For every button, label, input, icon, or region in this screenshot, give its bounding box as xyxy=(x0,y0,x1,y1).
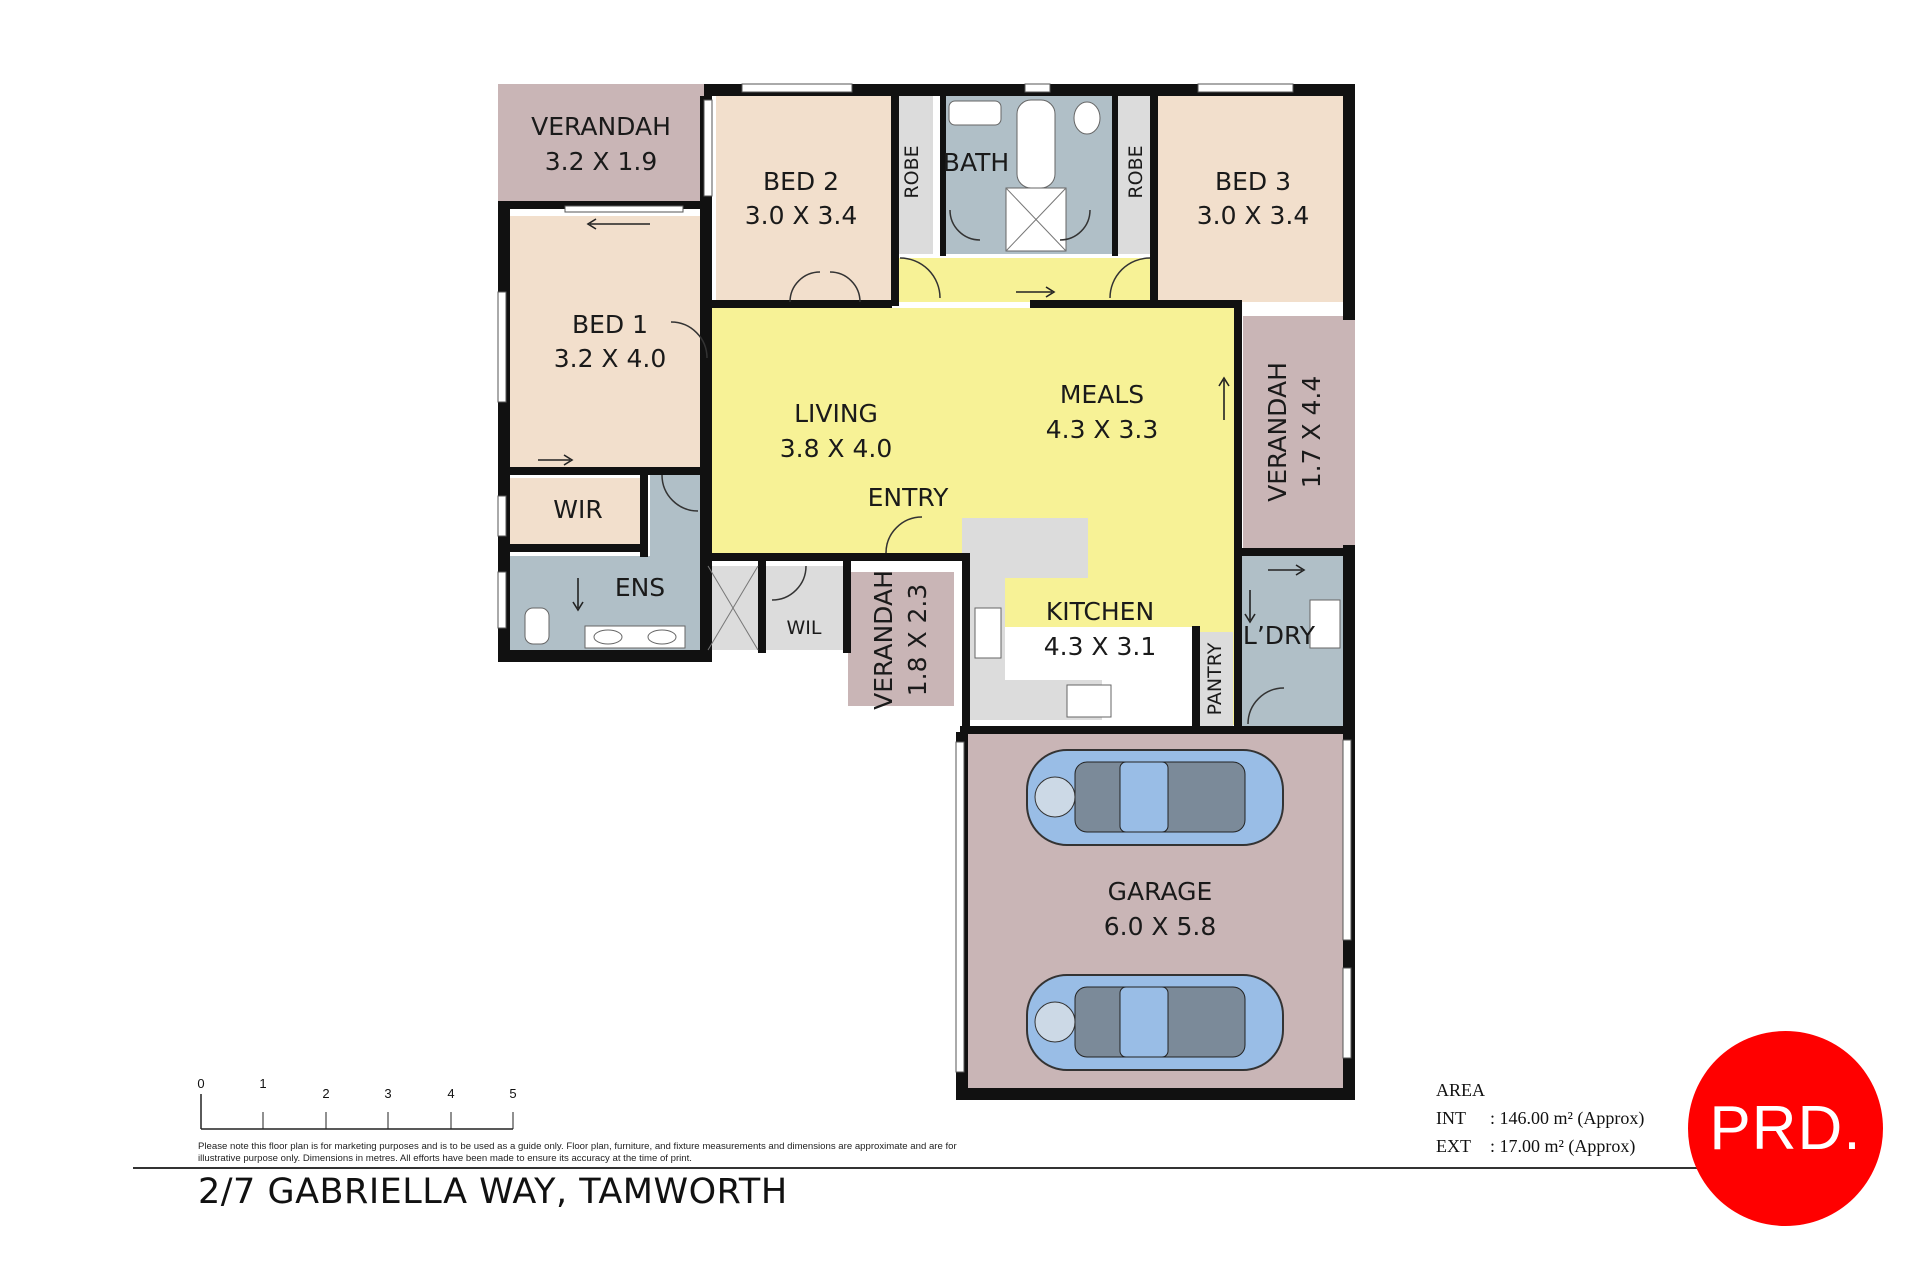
robe-right-name: ROBE xyxy=(1125,145,1147,198)
scale-tick-0: 0 xyxy=(197,1076,204,1091)
living-size: 3.8 X 4.0 xyxy=(780,434,893,463)
bath-name: BATH xyxy=(943,148,1009,177)
car-bottom xyxy=(1026,974,1284,1071)
kitchen-bench xyxy=(962,518,1102,720)
verandah-top-name: VERANDAH xyxy=(531,112,671,141)
verandah-top-size: 3.2 X 1.9 xyxy=(545,147,658,176)
bed3-area xyxy=(1157,96,1347,302)
kitchen-size: 4.3 X 3.1 xyxy=(1044,632,1157,661)
garage-name: GARAGE xyxy=(1108,877,1213,906)
area-summary: AREA INT : 146.00 m² (Approx) EXT : 17.00 … xyxy=(1436,1076,1644,1160)
kitchen-name: KITCHEN xyxy=(1046,597,1154,626)
wir-area xyxy=(510,478,646,544)
pantry-area xyxy=(1195,632,1233,726)
area-int-value: : 146.00 m² (Approx) xyxy=(1490,1108,1645,1128)
entry-name: ENTRY xyxy=(868,483,950,512)
bed3-size: 3.0 X 3.4 xyxy=(1197,201,1310,230)
verandah-right-size: 1.7 X 4.4 xyxy=(1297,376,1326,489)
car-top xyxy=(1026,749,1284,846)
garage-size: 6.0 X 5.8 xyxy=(1104,912,1217,941)
meals-name: MEALS xyxy=(1060,380,1144,409)
wil-area xyxy=(766,566,843,650)
bed2-name: BED 2 xyxy=(763,167,839,196)
prd-logo-text: PRD. xyxy=(1709,1094,1862,1163)
disclaimer-text: Please note this floor plan is for marke… xyxy=(198,1141,957,1164)
scale-tick-4: 4 xyxy=(447,1086,454,1101)
area-ext-label: EXT xyxy=(1436,1136,1471,1156)
door-swings xyxy=(661,209,1285,725)
verandah-mid-area xyxy=(848,572,954,706)
bed2-size: 3.0 X 3.4 xyxy=(745,201,858,230)
area-int-label: INT xyxy=(1436,1108,1466,1128)
pantry-name: PANTRY xyxy=(1204,642,1226,715)
area-heading: AREA xyxy=(1436,1080,1485,1100)
verandah-mid-name: VERANDAH xyxy=(869,570,898,710)
scale-tick-3: 3 xyxy=(384,1086,391,1101)
laundry-name: L’DRY xyxy=(1243,621,1316,650)
bed1-name: BED 1 xyxy=(572,310,648,339)
scale-tick-5: 5 xyxy=(509,1086,516,1101)
verandah-right-name: VERANDAH xyxy=(1263,362,1292,502)
hallway-area xyxy=(891,258,1156,302)
verandah-top-area xyxy=(498,84,704,201)
bed1-size: 3.2 X 4.0 xyxy=(554,344,667,373)
bed3-name: BED 3 xyxy=(1215,167,1291,196)
sliding-arrows xyxy=(538,218,1306,624)
scale-tick-2: 2 xyxy=(322,1086,329,1101)
area-int-row: INT : 146.00 m² (Approx) xyxy=(1436,1104,1644,1132)
bed1-area xyxy=(510,216,708,472)
bath-fixtures xyxy=(524,99,1341,718)
area-ext-row: EXT : 17.00 m² (Approx) xyxy=(1436,1132,1644,1160)
ens-name: ENS xyxy=(615,573,665,602)
verandah-mid-size: 1.8 X 2.3 xyxy=(903,584,932,697)
wil-name: WIL xyxy=(787,617,822,639)
wir-name: WIR xyxy=(553,495,602,524)
living-meals-area xyxy=(712,308,1234,725)
scale-tick-1: 1 xyxy=(259,1076,266,1091)
prd-logo: PRD. xyxy=(1688,1031,1883,1226)
living-name: LIVING xyxy=(794,399,878,428)
scale-bar: 0 1 2 3 4 5 xyxy=(197,1076,517,1130)
bed2-area xyxy=(716,96,891,302)
meals-size: 4.3 X 3.3 xyxy=(1046,415,1159,444)
walls xyxy=(498,84,1355,1100)
robe-left-name: ROBE xyxy=(901,145,923,198)
windows xyxy=(497,83,1352,1073)
area-ext-value: : 17.00 m² (Approx) xyxy=(1490,1136,1636,1156)
verandah-right-area xyxy=(1243,316,1355,548)
ens-area xyxy=(510,472,704,650)
property-address: 2/7 GABRIELLA WAY, TAMWORTH xyxy=(198,1172,788,1212)
footer-divider xyxy=(133,1167,1809,1169)
